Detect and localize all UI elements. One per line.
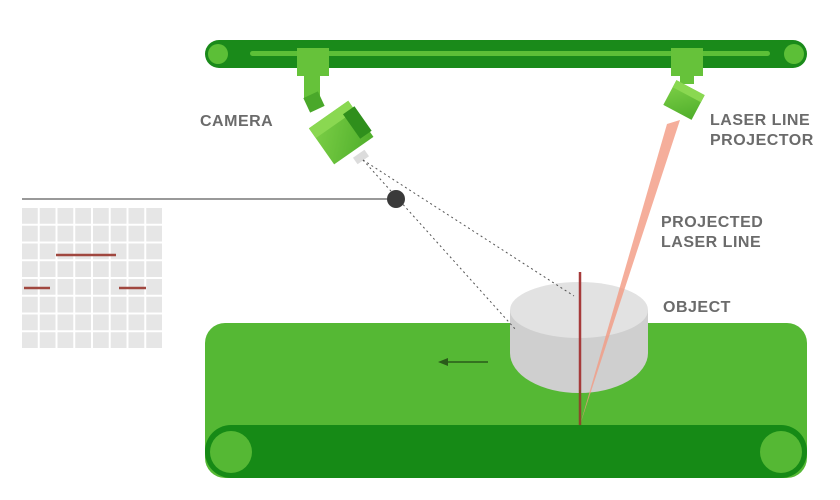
sensor-cell (146, 332, 162, 348)
sensor-cell (146, 225, 162, 242)
sensor-cell (75, 332, 91, 348)
sensor-cell (39, 261, 56, 277)
sensor-cell (39, 296, 56, 313)
laser-projector-icon (663, 48, 705, 120)
sensor-cell (110, 261, 127, 277)
sensor-cell (128, 208, 145, 224)
conveyor-belt (205, 323, 807, 478)
sensor-cell (57, 225, 74, 242)
sensor-cell (22, 225, 38, 242)
sensor-cell (75, 296, 91, 313)
sensor-cell (93, 314, 109, 331)
pinhole-dot-icon (387, 190, 405, 208)
sensor-cell (146, 296, 162, 313)
sensor-cell (93, 243, 109, 260)
sensor-cell (57, 296, 74, 313)
sensor-cell (146, 208, 162, 224)
sensor-cell (146, 314, 162, 331)
sensor-cell (57, 314, 74, 331)
sensor-cell (22, 314, 38, 331)
left-arrow-icon (438, 358, 488, 366)
sensor-cell (57, 208, 74, 224)
sensor-cell (93, 296, 109, 313)
camera-rays (362, 159, 575, 331)
sensor-cell (110, 208, 127, 224)
projected-label-line1: PROJECTED (661, 214, 764, 231)
sensor-cell (57, 261, 74, 277)
sensor-cell (128, 314, 145, 331)
sensor-cell (39, 225, 56, 242)
sensor-cell (57, 243, 74, 260)
sensor-cell (146, 279, 162, 295)
sensor-cell (93, 261, 109, 277)
laser-projector-label-line2: PROJECTOR (710, 132, 814, 149)
laser-beam (580, 120, 680, 425)
sensor-cell (93, 208, 109, 224)
sensor-cell (75, 243, 91, 260)
sensor-cell (39, 332, 56, 348)
sensor-cell (128, 225, 145, 242)
sensor-cell (110, 225, 127, 242)
sensor-cell (110, 296, 127, 313)
sensor-cell (75, 314, 91, 331)
sensor-cell (75, 279, 91, 295)
sensor-cell (110, 243, 127, 260)
sensor-cell (22, 208, 38, 224)
sensor-cell (39, 208, 56, 224)
camera-icon (297, 48, 374, 165)
sensor-cell (146, 243, 162, 260)
projected-laser-line-label: PROJECTED LASER LINE (661, 213, 763, 253)
sensor-cell (128, 332, 145, 348)
sensor-cell (110, 279, 127, 295)
sensor-cell (39, 314, 56, 331)
sensor-cell (57, 332, 74, 348)
sensor-cell (128, 261, 145, 277)
projected-label-line2: LASER LINE (661, 234, 762, 251)
sensor-cell (93, 279, 109, 295)
sensor-cell (110, 332, 127, 348)
sensor-cell (39, 243, 56, 260)
sensor-cell (93, 225, 109, 242)
image-sensor-grid (22, 208, 162, 348)
sensor-cell (75, 261, 91, 277)
laser-projector-label: LASER LINE PROJECTOR (710, 111, 814, 151)
sensor-laser-image (24, 253, 146, 290)
object-label: OBJECT (663, 299, 731, 316)
overhead-rail (205, 40, 807, 68)
laser-projector-label-line1: LASER LINE (710, 112, 811, 129)
sensor-cell (22, 332, 38, 348)
sensor-cell (93, 332, 109, 348)
sensor-cell (75, 208, 91, 224)
sensor-cell (57, 279, 74, 295)
sensor-cell (22, 243, 38, 260)
sensor-cell (128, 296, 145, 313)
sensor-cell (22, 261, 38, 277)
camera-label: CAMERA (200, 113, 274, 130)
sensor-cell (75, 225, 91, 242)
sensor-cell (22, 296, 38, 313)
sensor-cell (110, 314, 127, 331)
sensor-cell (128, 243, 145, 260)
sensor-cell (146, 261, 162, 277)
